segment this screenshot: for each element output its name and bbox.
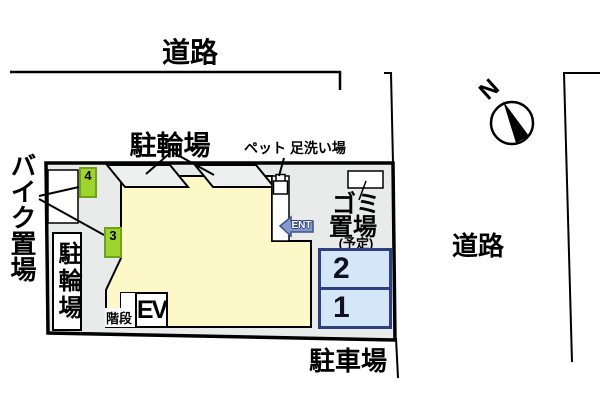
leader-garbage <box>358 180 367 201</box>
road-edge-right <box>562 72 600 363</box>
car-space-1: 1 <box>318 287 392 329</box>
bike-spot-4: 4 <box>79 167 97 198</box>
car-space-2-number: 2 <box>333 252 350 285</box>
road-label-right: 道路 <box>451 231 504 261</box>
car-space-2: 2 <box>318 248 392 290</box>
compass-circle <box>489 100 535 146</box>
bicycle-storage-box-label: 駐輪場 <box>54 241 81 322</box>
bicycle-parking-label: 駐輪場 <box>129 131 211 161</box>
garbage-box-outline <box>347 170 384 189</box>
car-parking-label: 駐車場 <box>308 346 387 376</box>
garbage-label-line1: ゴミ <box>332 191 380 218</box>
bike-storage-label: バイク置場 <box>7 152 37 282</box>
elevator-box: EV <box>135 292 168 328</box>
pet-wash-box <box>272 180 289 195</box>
garbage-label-note: (予定) <box>338 236 374 251</box>
bicycle-rack-1 <box>104 164 191 188</box>
garbage-label-line2: 置場 <box>329 214 377 241</box>
road-label-top: 道路 <box>161 37 218 68</box>
leader-bicycle-parking <box>145 152 215 176</box>
entrance-arrow <box>278 215 314 238</box>
leader-pet-wash <box>278 157 285 177</box>
bike-spot-3: 3 <box>104 227 122 258</box>
bike-spot-3-number: 3 <box>109 228 117 243</box>
elevator-label: EV <box>136 295 168 324</box>
compass-needle <box>503 101 529 143</box>
car-space-1-number: 1 <box>333 291 350 324</box>
stairs-label: 階段 <box>105 308 134 327</box>
leader-bike-storage <box>38 186 105 236</box>
parcel-edge-lower-right <box>395 337 399 379</box>
road-edge-top <box>10 70 342 90</box>
pet-wash-label: ペット 足洗い場 <box>244 140 346 156</box>
bicycle-storage-box: 駐輪場 <box>52 232 82 331</box>
bike-spot-outline <box>47 169 79 224</box>
entrance-label: ENT <box>291 220 312 231</box>
bike-spot-4-number: 4 <box>84 168 92 183</box>
parcel-edge-upper-right <box>384 72 394 164</box>
